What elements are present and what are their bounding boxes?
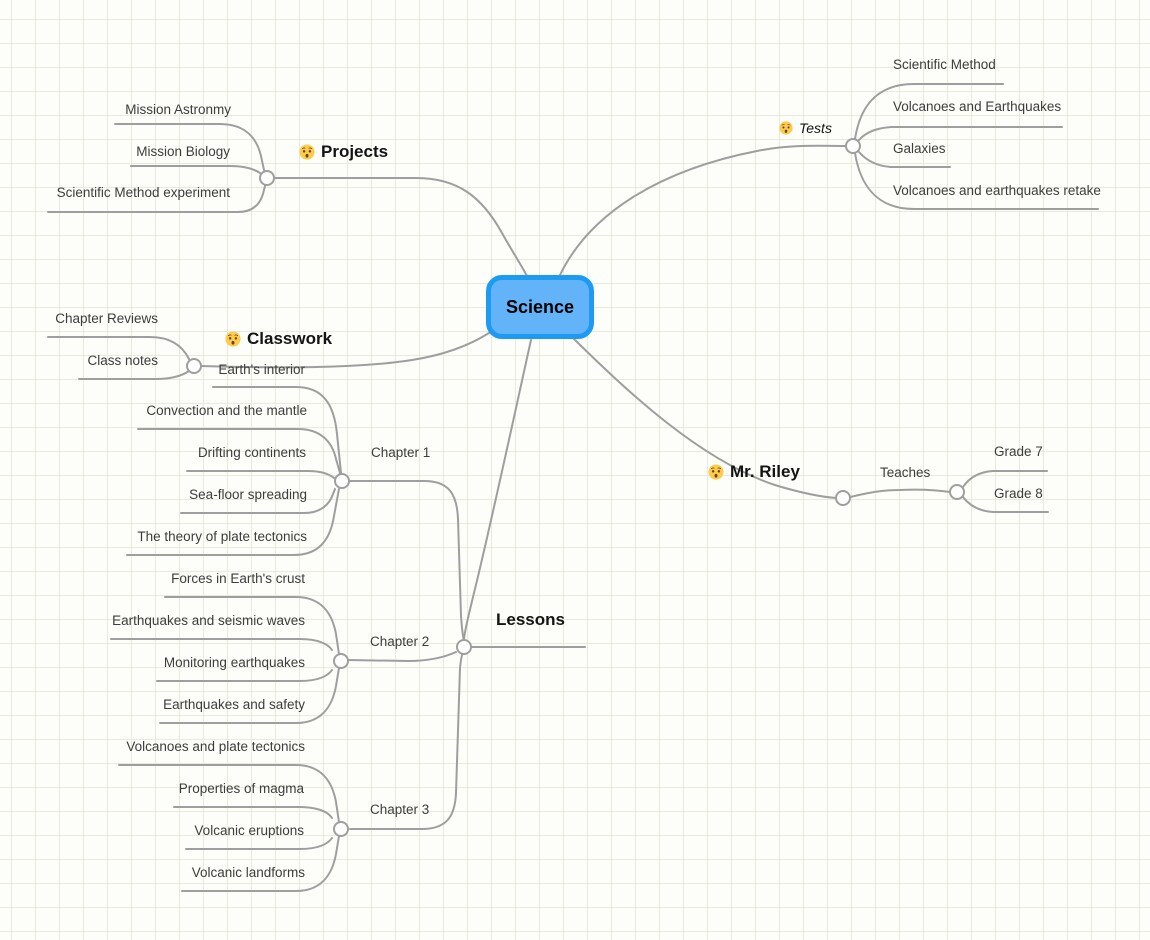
root-node-science[interactable]: Science [486, 275, 594, 339]
topic-mr-riley[interactable]: Mr. Riley [708, 461, 800, 483]
node-chapter-1[interactable]: Chapter 1 [371, 445, 431, 460]
link-science-lessons [463, 339, 532, 640]
collapse-handle-classwork[interactable] [186, 358, 202, 374]
link-mission-biology [130, 165, 261, 174]
link-lessons-chapter2 [347, 651, 457, 663]
collapse-handle-teaches[interactable] [949, 484, 965, 500]
link-science-projects [273, 177, 528, 277]
link-riley-teaches [849, 488, 951, 498]
node-chapter-3[interactable]: Chapter 3 [370, 802, 430, 817]
node-plate-tectonics-theory[interactable]: The theory of plate tectonics [137, 529, 307, 544]
node-scientific-method-experiment[interactable]: Scientific Method experiment [56, 185, 230, 200]
collapse-handle-lessons[interactable] [456, 639, 472, 655]
worried-face-emoji-icon [225, 331, 241, 347]
topic-projects-label: Projects [321, 142, 389, 161]
collapse-handle-projects[interactable] [259, 170, 275, 186]
node-volcanic-eruptions[interactable]: Volcanic eruptions [194, 823, 304, 838]
collapse-handle-mr-riley[interactable] [835, 490, 851, 506]
link-properties-magma [173, 806, 333, 819]
node-seismic-waves[interactable]: Earthquakes and seismic waves [112, 613, 305, 628]
node-galaxies[interactable]: Galaxies [893, 141, 946, 156]
link-volcanoes-earthquakes [858, 126, 1063, 141]
node-volcanic-landforms[interactable]: Volcanic landforms [191, 865, 305, 880]
node-scientific-method[interactable]: Scientific Method [893, 57, 996, 72]
node-forces-crust[interactable]: Forces in Earth's crust [171, 571, 305, 586]
node-mission-astronmy[interactable]: Mission Astronmy [125, 102, 231, 117]
node-monitoring-earthquakes[interactable]: Monitoring earthquakes [163, 655, 305, 670]
collapse-handle-chapter3[interactable] [333, 821, 349, 837]
link-science-tests [559, 144, 847, 276]
topic-lessons[interactable]: Lessons [496, 609, 565, 631]
link-class-notes [78, 370, 190, 380]
link-seismic-waves [110, 638, 333, 651]
topic-lessons-label: Lessons [496, 610, 565, 629]
collapse-handle-chapter1[interactable] [334, 473, 350, 489]
link-volcanoes-retake [854, 152, 1099, 210]
node-volcanoes-plate-tectonics[interactable]: Volcanoes and plate tectonics [126, 739, 305, 754]
topic-projects[interactable]: Projects [299, 141, 388, 163]
node-volcanoes-and-earthquakes[interactable]: Volcanoes and Earthquakes [893, 99, 1062, 114]
node-chapter-reviews[interactable]: Chapter Reviews [55, 311, 158, 326]
node-seafloor-spreading[interactable]: Sea-floor spreading [189, 487, 307, 502]
node-mission-biology[interactable]: Mission Biology [136, 144, 230, 159]
node-properties-magma[interactable]: Properties of magma [178, 781, 304, 796]
node-grade-7[interactable]: Grade 7 [994, 444, 1043, 459]
node-chapter-2[interactable]: Chapter 2 [370, 634, 430, 649]
node-grade-8[interactable]: Grade 8 [994, 486, 1043, 501]
topic-classwork[interactable]: Classwork [225, 328, 332, 350]
collapse-handle-tests[interactable] [845, 138, 861, 154]
collapse-handle-chapter2[interactable] [333, 653, 349, 669]
topic-mr-riley-label: Mr. Riley [730, 462, 800, 481]
node-convection-mantle[interactable]: Convection and the mantle [146, 403, 307, 418]
node-earths-interior[interactable]: Earth's interior [218, 362, 305, 377]
node-volcanoes-retake[interactable]: Volcanoes and earthquakes retake [893, 183, 1101, 198]
worried-face-emoji-icon [708, 464, 724, 480]
topic-tests-label: Tests [799, 120, 832, 136]
link-drifting-continents [186, 470, 335, 479]
node-drifting-continents[interactable]: Drifting continents [197, 445, 306, 460]
node-teaches[interactable]: Teaches [880, 465, 931, 480]
worried-face-emoji-icon [779, 121, 793, 135]
node-class-notes[interactable]: Class notes [87, 353, 158, 368]
worried-face-emoji-icon [299, 144, 315, 160]
topic-classwork-label: Classwork [247, 329, 333, 348]
node-earthquakes-safety[interactable]: Earthquakes and safety [163, 697, 305, 712]
link-lessons-chapter1 [349, 480, 465, 642]
topic-tests[interactable]: Tests [779, 119, 832, 137]
